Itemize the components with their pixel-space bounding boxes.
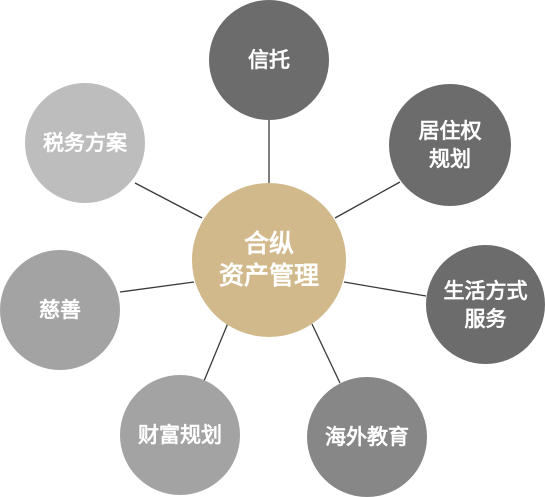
connector-wealth: [203, 322, 229, 382]
node-wealth-line-1: 财富规划: [138, 423, 222, 447]
node-tax-solutions: 税务方案: [25, 83, 145, 203]
node-residency-line-2: 规划: [429, 147, 471, 171]
node-trust: 信托: [209, 0, 329, 120]
node-charity: 慈善: [0, 250, 120, 370]
node-overseas-education: 海外教育: [307, 377, 427, 497]
node-lifestyle-line-1: 生活方式: [443, 278, 528, 303]
connector-residency: [334, 181, 401, 219]
node-lifestyle-services: 生活方式 服务: [426, 245, 545, 364]
connector-tax: [134, 182, 203, 219]
node-charity-line-1: 慈善: [39, 298, 81, 322]
node-lifestyle-line-2: 服务: [464, 306, 507, 331]
node-residency-planning: 居住权 规划: [389, 84, 511, 206]
node-trust-line-1: 信托: [248, 48, 290, 72]
connector-lifestyle: [343, 281, 427, 297]
center-line-2: 资产管理: [218, 261, 319, 290]
node-education-line-1: 海外教育: [325, 425, 409, 449]
connector-charity: [119, 281, 195, 293]
center-node-asset-management: 合纵 资产管理: [192, 183, 346, 337]
node-tax-line-1: 税务方案: [43, 131, 127, 155]
connector-education: [311, 323, 341, 384]
node-wealth-planning: 财富规划: [120, 375, 240, 495]
node-residency-line-1: 居住权: [418, 119, 482, 143]
center-line-1: 合纵: [243, 229, 294, 258]
